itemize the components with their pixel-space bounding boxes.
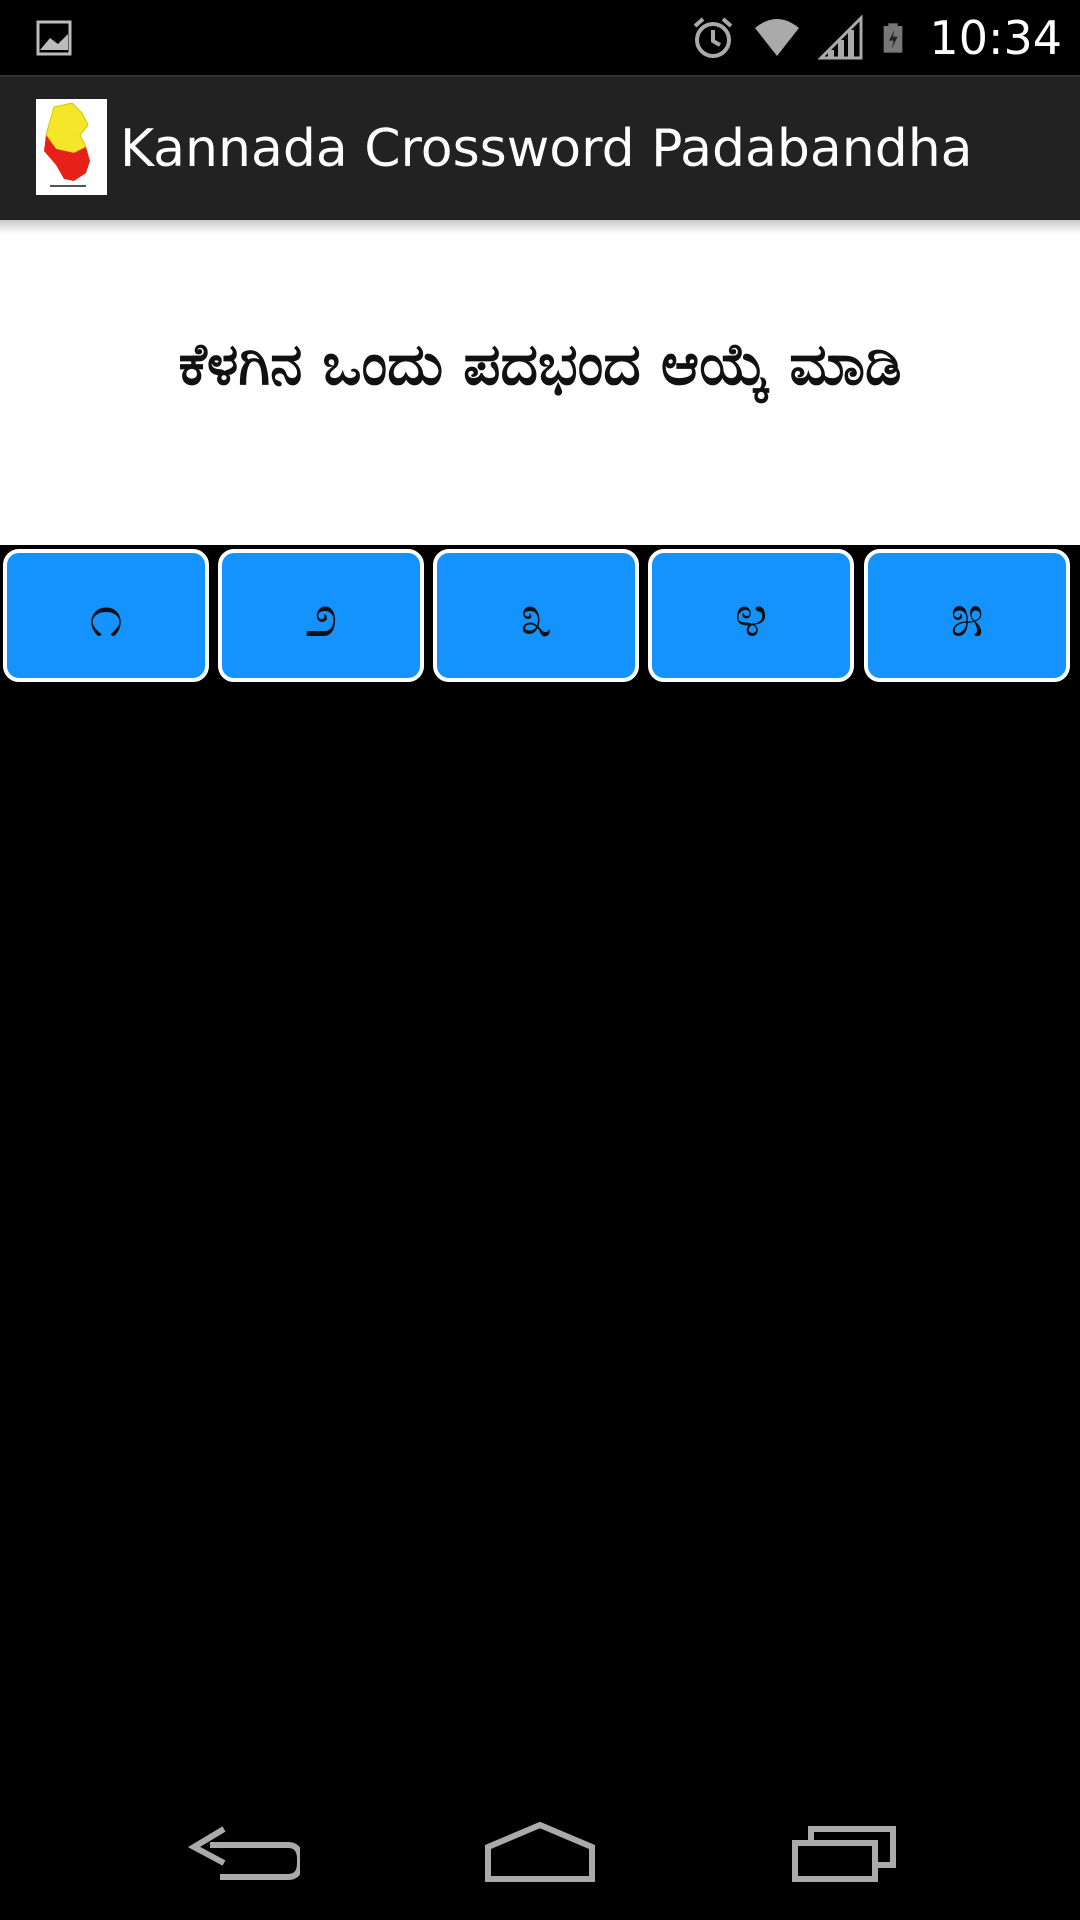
instruction-panel: ಕೆಳಗಿನ ಒಂದು ಪದಭಂದ ಆಯ್ಕೆ ಮಾಡಿ — [0, 220, 1080, 545]
home-icon[interactable] — [480, 1815, 600, 1895]
battery-icon — [884, 22, 903, 53]
puzzle-button-3[interactable]: ೩ — [433, 549, 639, 682]
action-bar: Kannada Crossword Padabandha — [0, 75, 1080, 220]
header-shadow — [0, 220, 1080, 234]
puzzle-button-2[interactable]: ೨ — [218, 549, 424, 682]
status-bar: 10:34 — [0, 0, 1080, 75]
wifi-icon — [755, 18, 800, 56]
image-icon — [36, 20, 72, 56]
puzzle-button-5[interactable]: ೫ — [864, 549, 1070, 682]
alarm-icon — [694, 16, 733, 58]
back-icon[interactable] — [180, 1815, 300, 1895]
puzzle-button-1[interactable]: ೧ — [3, 549, 209, 682]
recent-apps-icon[interactable] — [785, 1815, 905, 1895]
status-time: 10:34 — [929, 10, 1062, 65]
puzzle-button-4[interactable]: ೪ — [648, 549, 854, 682]
signal-icon — [817, 13, 863, 59]
puzzle-button-row: ೧ ೨ ೩ ೪ ೫ — [0, 545, 1080, 690]
karnataka-map-logo[interactable] — [36, 99, 107, 195]
app-title: Kannada Crossword Padabandha — [120, 119, 973, 179]
navigation-bar — [0, 1790, 1080, 1920]
status-icons: 10:34 — [673, 0, 1062, 75]
instruction-text: ಕೆಳಗಿನ ಒಂದು ಪದಭಂದ ಆಯ್ಕೆ ಮಾಡಿ — [178, 330, 902, 398]
